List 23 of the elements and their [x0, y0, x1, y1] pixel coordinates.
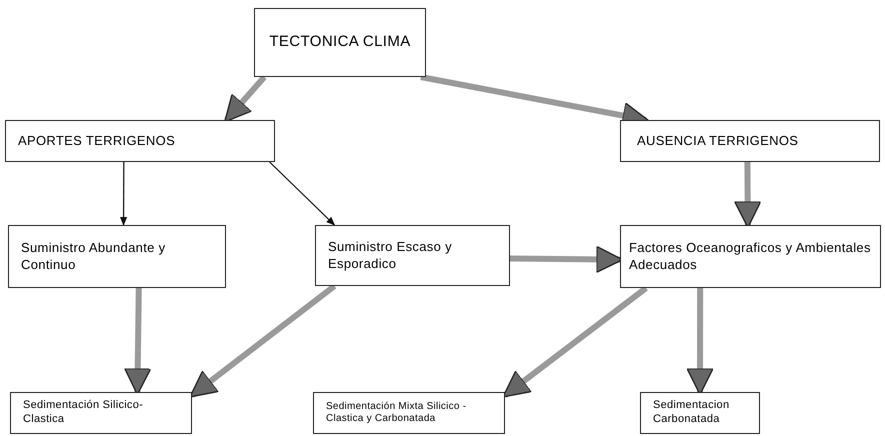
box-label: Factores Oceanograficos y Ambientales Adecuados	[629, 240, 872, 273]
process-box	[5, 120, 275, 162]
box-label: Sedimentacion Carbonatada	[653, 399, 730, 427]
arrow	[502, 286, 648, 398]
process-box	[313, 392, 505, 434]
process-box	[315, 225, 510, 286]
box-label: AUSENCIA TERRIGENOS	[637, 132, 798, 150]
process-box	[8, 225, 226, 288]
process-box	[10, 392, 192, 434]
process-box	[620, 120, 880, 162]
arrow	[269, 162, 336, 226]
arrow	[224, 75, 267, 123]
process-box	[254, 8, 426, 77]
process-box	[640, 392, 760, 434]
process-box	[620, 225, 881, 288]
box-label: APORTES TERRIGENOS	[18, 132, 176, 150]
box-label: Suministro Escaso y Esporadico	[328, 239, 453, 272]
box-label: Sedimentación Mixta Silicico -Clastica y Carbonatada	[326, 400, 468, 426]
box-label: Sedimentación Silicico- Clastica	[23, 399, 144, 427]
box-label: Suministro Abundante y Continuo	[21, 240, 166, 273]
arrow	[189, 284, 336, 398]
box-label: TECTONICA CLIMA	[269, 33, 411, 52]
arrow	[120, 162, 128, 226]
